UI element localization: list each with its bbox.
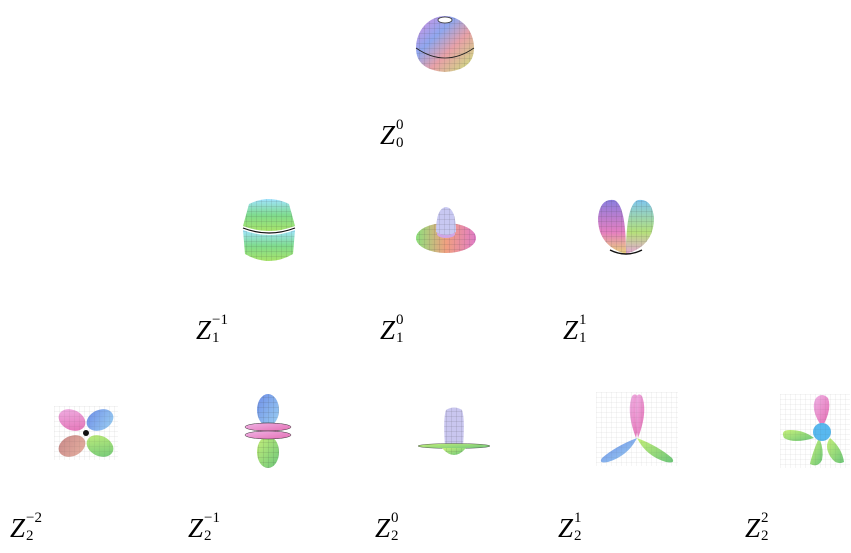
spherical-harmonic-four-lobe-clover-icon: [54, 406, 118, 460]
spherical-harmonic-two-lobes-icon: [596, 196, 656, 258]
spherical-harmonic-split-cylinder-icon: [241, 196, 297, 266]
spherical-harmonic-stacked-rings-icon: [243, 392, 293, 470]
spherical-harmonic-tripod-lobes-icon: [780, 394, 850, 468]
spherical-harmonic-disc-with-knob-icon: [414, 204, 478, 254]
spherical-harmonic-dome-icon: [414, 8, 476, 74]
spherical-harmonic-tall-lobe-disc-icon: [416, 406, 492, 462]
spherical-harmonic-three-petal-icon: [596, 392, 678, 466]
